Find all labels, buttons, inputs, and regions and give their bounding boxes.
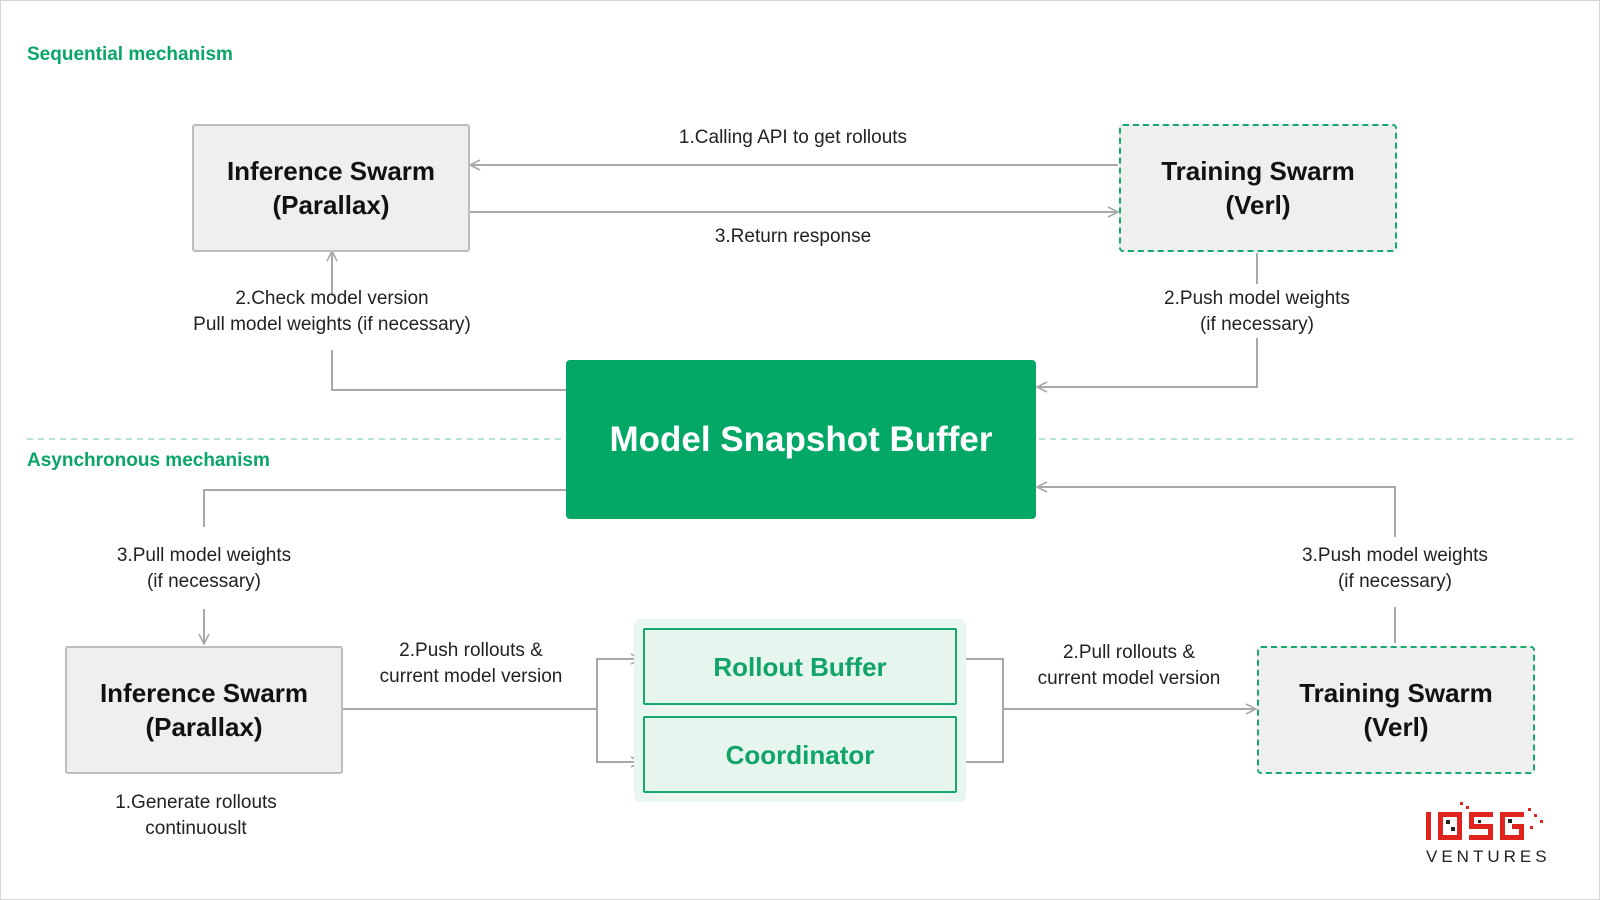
label-line: 2.Pull rollouts & [1062,642,1196,663]
label-push-rollouts: 2.Push rollouts & current model version [380,638,563,690]
node-title: Inference Swarm [226,156,436,186]
iosg-logo-mark [1426,802,1543,840]
label-line: (if necessary) [1337,571,1453,592]
node-subtitle: (Parallax) [272,190,390,220]
label-line: continuouslt [145,818,247,839]
label-seq-push-weights: 2.Push model weights (if necessary) [1164,286,1350,338]
node-title: Inference Swarm [99,678,309,708]
label-async-pull-weights: 3.Pull model weights (if necessary) [117,543,291,595]
node-coordinator: Coordinator [643,716,957,793]
node-model-snapshot-buffer: Model Snapshot Buffer [566,360,1036,519]
node-subtitle: (Verl) [1225,190,1291,220]
section-title-sequential: Sequential mechanism [27,44,233,65]
node-async-inference-swarm: Inference Swarm (Parallax) [65,646,343,774]
label-line: 3.Push model weights [1302,545,1488,566]
label-pull-rollouts: 2.Pull rollouts & current model version [1038,640,1221,692]
label-line: Pull model weights (if necessary) [193,314,471,335]
edge-pull-rollouts-bracket [956,658,1004,763]
node-rollout-buffer: Rollout Buffer [643,628,957,705]
label-generate-rollouts: 1.Generate rollouts continuouslt [115,790,277,842]
edge-async-push-upper [1037,487,1396,537]
edge-check-version-lower [331,350,566,391]
node-seq-training-swarm: Training Swarm (Verl) [1119,124,1397,252]
logo-wordmark: VENTURES [1426,847,1551,866]
edge-async-pull-upper [203,489,566,527]
label-check-model-version: 2.Check model version Pull model weights… [193,286,471,338]
label-async-push-weights: 3.Push model weights (if necessary) [1302,543,1488,595]
node-subtitle: (Verl) [1363,712,1429,742]
node-title: Training Swarm [1161,156,1355,186]
label-line: (if necessary) [146,571,262,592]
edge-seq-push-lower [1037,338,1258,387]
label-line: 2.Check model version [235,288,429,309]
label-calling-api: 1.Calling API to get rollouts [678,127,908,148]
label-line: 2.Push rollouts & [399,640,543,661]
node-async-training-swarm: Training Swarm (Verl) [1257,646,1535,774]
edge-push-rollouts-bottom [596,709,641,762]
edge-push-rollouts-top [596,659,641,709]
iosg-ventures-logo: VENTURES [1424,800,1564,870]
node-subtitle: (Parallax) [145,712,263,742]
label-line: (if necessary) [1199,314,1315,335]
label-line: current model version [379,666,563,687]
label-line: 2.Push model weights [1164,288,1350,309]
label-line: 1.Generate rollouts [115,792,277,813]
label-return-response: 3.Return response [714,226,872,247]
node-seq-inference-swarm: Inference Swarm (Parallax) [192,124,470,252]
section-title-asynchronous: Asynchronous mechanism [27,450,270,471]
label-line: 3.Pull model weights [116,545,292,566]
label-line: current model version [1037,668,1221,689]
node-title: Training Swarm [1299,678,1493,708]
